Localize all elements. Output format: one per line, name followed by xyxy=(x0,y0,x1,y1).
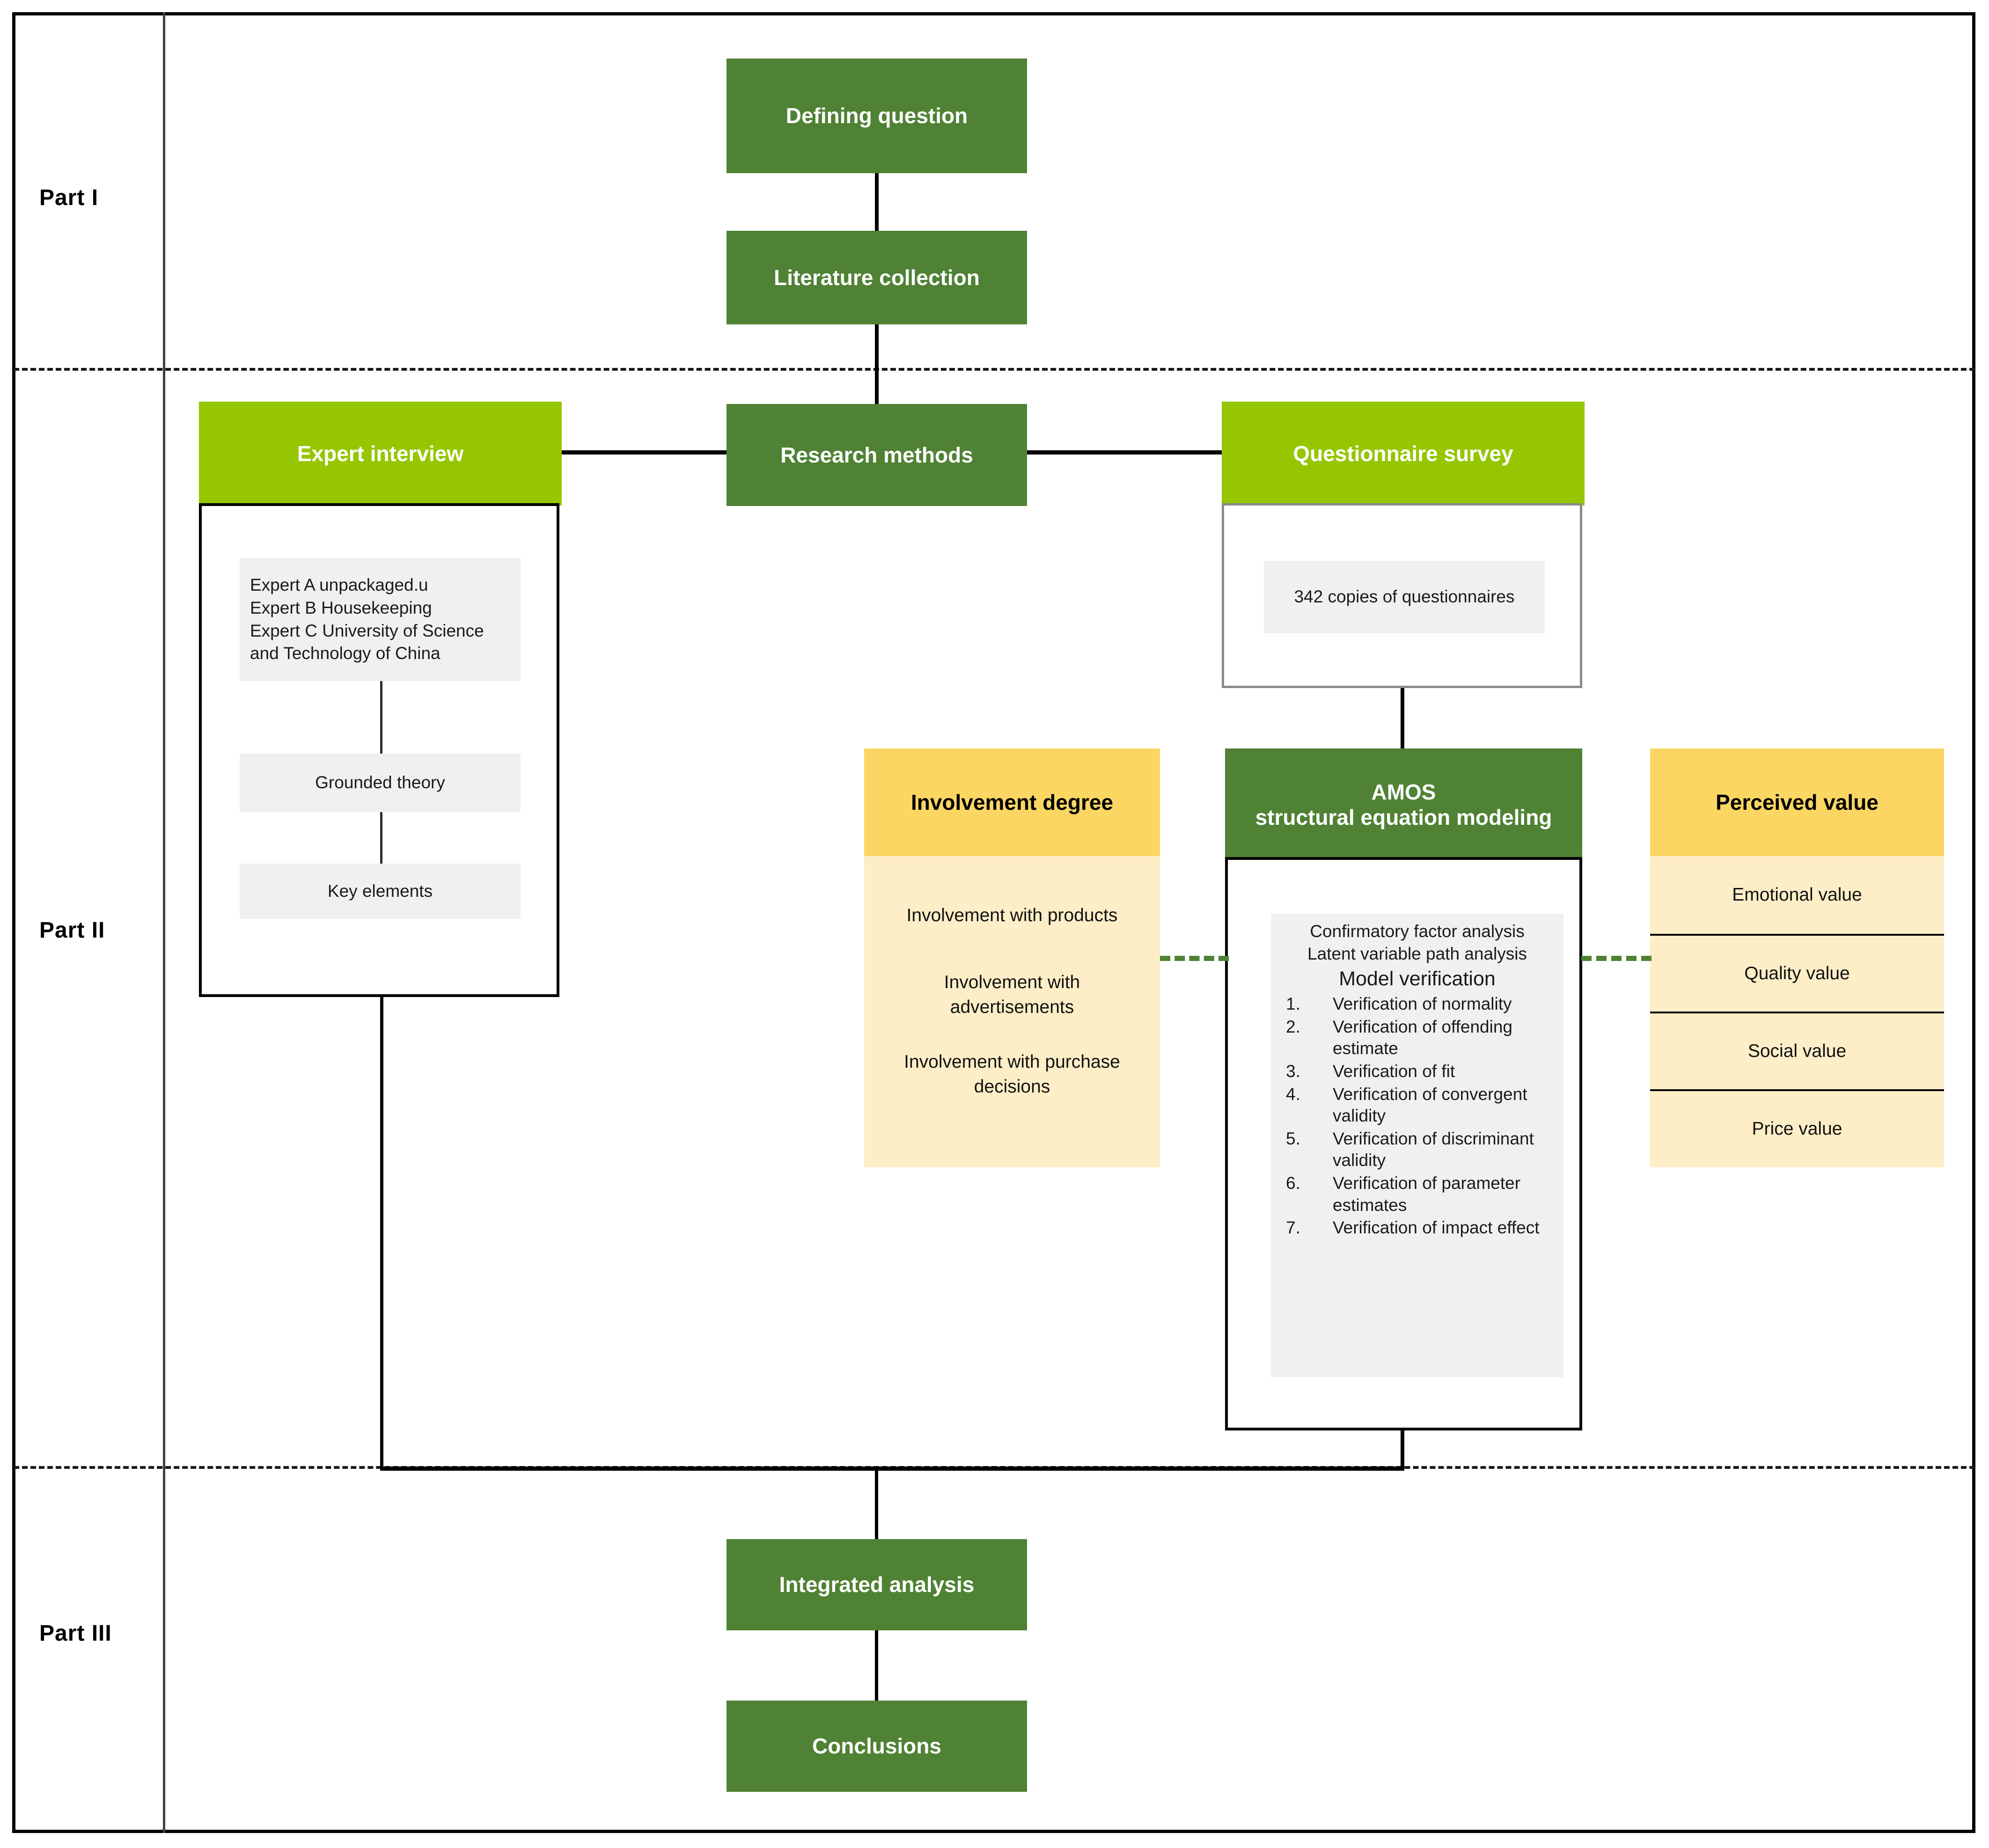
part-column-divider xyxy=(163,12,165,1833)
connector-integrated-to-conclusions xyxy=(875,1630,878,1701)
box-involvement-degree: Involvement degree Involvement with prod… xyxy=(864,748,1160,1167)
connector-questionnaire-to-amos xyxy=(1401,688,1404,750)
involvement-item: Involvement with purchase decisions xyxy=(904,1052,1120,1097)
amos-verification-heading: Model verification xyxy=(1339,968,1496,990)
amos-verification-list: Verification of normality Verification o… xyxy=(1271,993,1563,1239)
involvement-item: Involvement with advertisements xyxy=(944,972,1080,1017)
chip-expert-list: Expert A unpackaged.u Expert B Housekeep… xyxy=(240,558,521,681)
verification-step: Verification of fit xyxy=(1286,1061,1455,1082)
node-defining-question[interactable]: Defining question xyxy=(727,59,1027,173)
perceived-value-item: Quality value xyxy=(1650,934,1944,1012)
connector-defining-to-literature xyxy=(875,173,879,231)
part-label-3: Part III xyxy=(39,1621,112,1646)
involvement-degree-title: Involvement degree xyxy=(864,748,1160,856)
chip-model-verification: Confirmatory factor analysis Latent vari… xyxy=(1271,914,1563,1377)
verification-step: Verification of convergent validity xyxy=(1286,1084,1527,1126)
verification-step: Verification of offending estimate xyxy=(1286,1016,1512,1058)
node-conclusions[interactable]: Conclusions xyxy=(727,1701,1027,1792)
connector-amos-to-bottom-bus xyxy=(1401,1430,1404,1470)
chip-questionnaire-copies: 342 copies of questionnaires xyxy=(1264,561,1545,633)
node-expert-interview-header[interactable]: Expert interview xyxy=(199,402,562,506)
node-research-methods[interactable]: Research methods xyxy=(727,404,1027,506)
node-questionnaire-survey-header[interactable]: Questionnaire survey xyxy=(1222,402,1585,506)
verification-step: Verification of parameter estimates xyxy=(1286,1173,1521,1215)
perceived-value-item: Social value xyxy=(1650,1012,1944,1089)
verification-step: Verification of normality xyxy=(1286,993,1512,1015)
connector-expert-panel-to-bottom-bus xyxy=(380,997,383,1470)
node-amos-header[interactable]: AMOS structural equation modeling xyxy=(1225,748,1582,861)
chip-grounded-theory: Grounded theory xyxy=(240,754,521,812)
part1-part2-divider xyxy=(14,368,1975,371)
perceived-value-body: Emotional value Quality value Social val… xyxy=(1650,856,1944,1167)
node-integrated-analysis[interactable]: Integrated analysis xyxy=(727,1539,1027,1630)
connector-literature-to-methods xyxy=(875,324,879,404)
amos-line-1: Confirmatory factor analysis xyxy=(1310,922,1525,941)
part-label-1: Part I xyxy=(39,185,99,210)
verification-step: Verification of discriminant validity xyxy=(1286,1128,1534,1170)
connector-experts-to-grounded xyxy=(380,681,382,754)
outer-frame xyxy=(12,12,1975,1833)
perceived-value-item: Price value xyxy=(1650,1089,1944,1167)
connector-grounded-to-key-elements xyxy=(380,812,382,864)
involvement-item: Involvement with products xyxy=(906,905,1118,925)
involvement-degree-body: Involvement with products Involvement wi… xyxy=(864,856,1160,1167)
perceived-value-item: Emotional value xyxy=(1732,884,1862,905)
box-perceived-value: Perceived value Emotional value Quality … xyxy=(1650,748,1944,1167)
chip-key-elements: Key elements xyxy=(240,864,521,919)
connector-bus-to-integrated-analysis xyxy=(875,1467,878,1539)
dashed-link-amos-to-perceived-value xyxy=(1581,956,1651,961)
node-literature-collection[interactable]: Literature collection xyxy=(727,231,1027,324)
part-label-2: Part II xyxy=(39,918,105,943)
perceived-value-title: Perceived value xyxy=(1650,748,1944,856)
connector-bottom-bus xyxy=(380,1467,1404,1471)
dashed-link-involvement-to-amos xyxy=(1160,956,1229,961)
verification-step: Verification of impact effect xyxy=(1286,1217,1540,1239)
amos-line-2: Latent variable path analysis xyxy=(1307,944,1527,964)
